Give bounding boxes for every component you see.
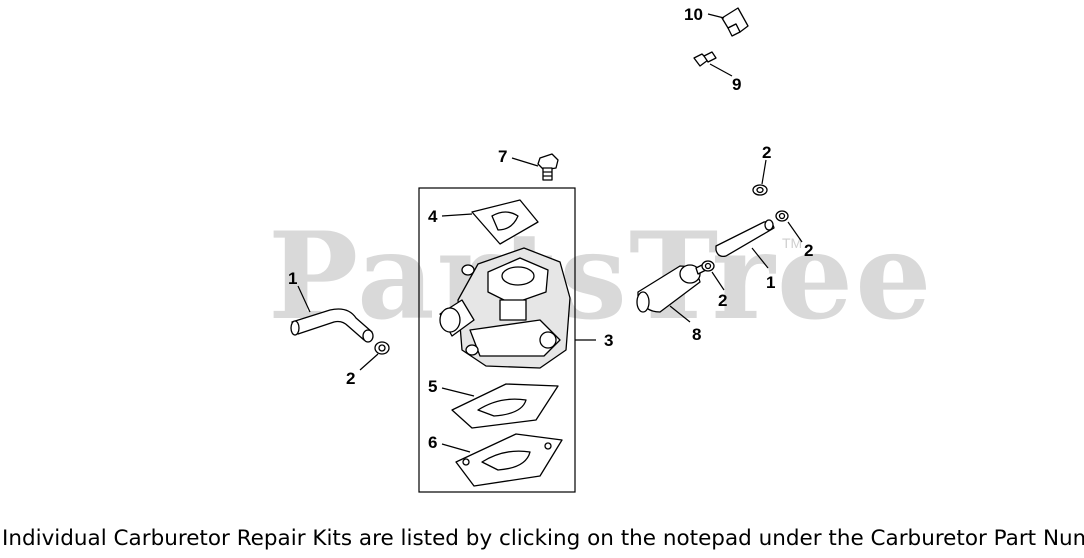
leader-1-right: [751, 247, 769, 269]
leader-8: [669, 305, 691, 323]
leader-1-left: [297, 285, 311, 313]
leader-7: [511, 157, 539, 167]
leader-9: [709, 63, 733, 77]
leader-10: [707, 13, 725, 19]
callout-9[interactable]: 9: [732, 75, 741, 94]
parts-diagram: PartsTree TM 10 9 7 3 4: [268, 5, 933, 493]
leader-5: [441, 387, 475, 397]
watermark: PartsTree: [268, 206, 933, 347]
callout-2-mid[interactable]: 2: [718, 291, 727, 310]
part-8-fuel-filter[interactable]: [636, 263, 707, 313]
part-4-gasket[interactable]: [471, 199, 539, 245]
callout-7[interactable]: 7: [498, 147, 507, 166]
leader-2-right: [787, 221, 803, 243]
part-2-clamp-right[interactable]: [775, 210, 789, 222]
callout-2-top[interactable]: 2: [762, 143, 771, 162]
callout-2-left[interactable]: 2: [346, 369, 355, 388]
part-3-carburetor[interactable]: [439, 247, 571, 369]
leader-2-left: [359, 353, 379, 371]
callout-6[interactable]: 6: [428, 433, 437, 452]
part-9-bolt[interactable]: [693, 51, 717, 67]
part-2-clamp-left[interactable]: [374, 341, 390, 355]
callout-8[interactable]: 8: [692, 325, 701, 344]
callout-1-left[interactable]: 1: [288, 269, 297, 288]
part-1-hose-left[interactable]: [290, 308, 374, 343]
part-1-hose-right[interactable]: [715, 219, 775, 258]
callout-10[interactable]: 10: [684, 5, 703, 24]
part-6-gasket[interactable]: [455, 433, 563, 487]
leader-6: [441, 443, 471, 453]
repair-kit-note: Individual Carburetor Repair Kits are li…: [2, 526, 1084, 551]
callout-5[interactable]: 5: [428, 377, 437, 396]
part-7-bolt[interactable]: [537, 153, 559, 181]
watermark-tm: TM: [782, 235, 802, 251]
callout-3[interactable]: 3: [604, 331, 613, 350]
callout-4[interactable]: 4: [428, 207, 438, 226]
callout-1-right[interactable]: 1: [766, 273, 775, 292]
part-2-clamp-top[interactable]: [752, 184, 768, 196]
leader-2-top: [761, 159, 767, 185]
leader-4: [441, 213, 473, 217]
part-10-clip[interactable]: [721, 7, 749, 37]
part-5-gasket[interactable]: [451, 383, 559, 429]
callout-2-right[interactable]: 2: [804, 241, 813, 260]
part-2-clamp-mid[interactable]: [701, 260, 715, 272]
leader-2-mid: [711, 271, 725, 291]
